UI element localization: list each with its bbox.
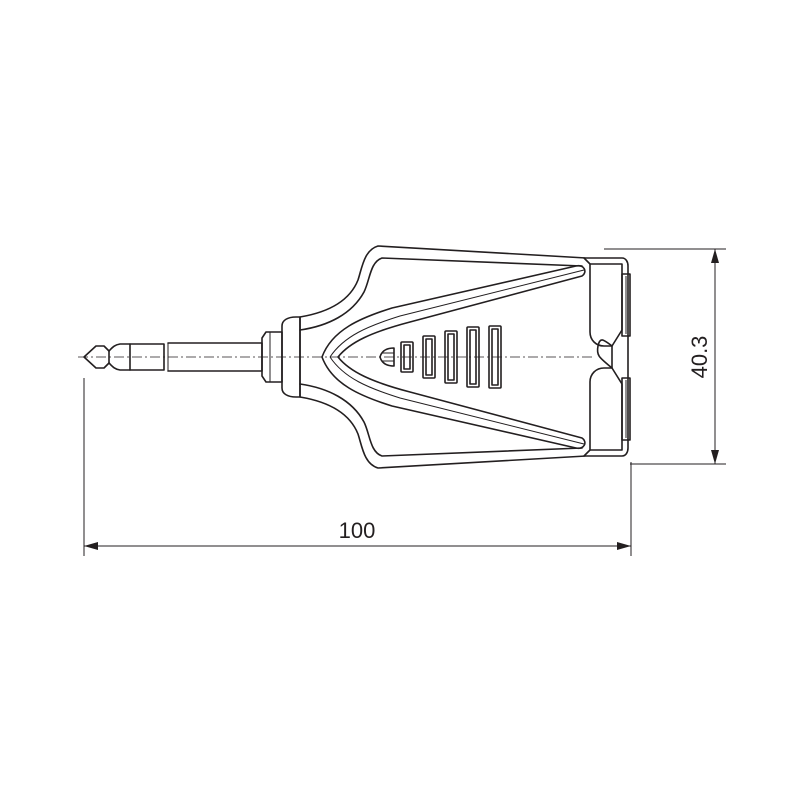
width-label: 100 [339, 518, 376, 543]
jack-housing [583, 257, 631, 457]
height-label: 40.3 [687, 336, 712, 379]
width-dimension: 100 [83, 378, 632, 556]
height-dimension: 40.3 [604, 248, 726, 465]
